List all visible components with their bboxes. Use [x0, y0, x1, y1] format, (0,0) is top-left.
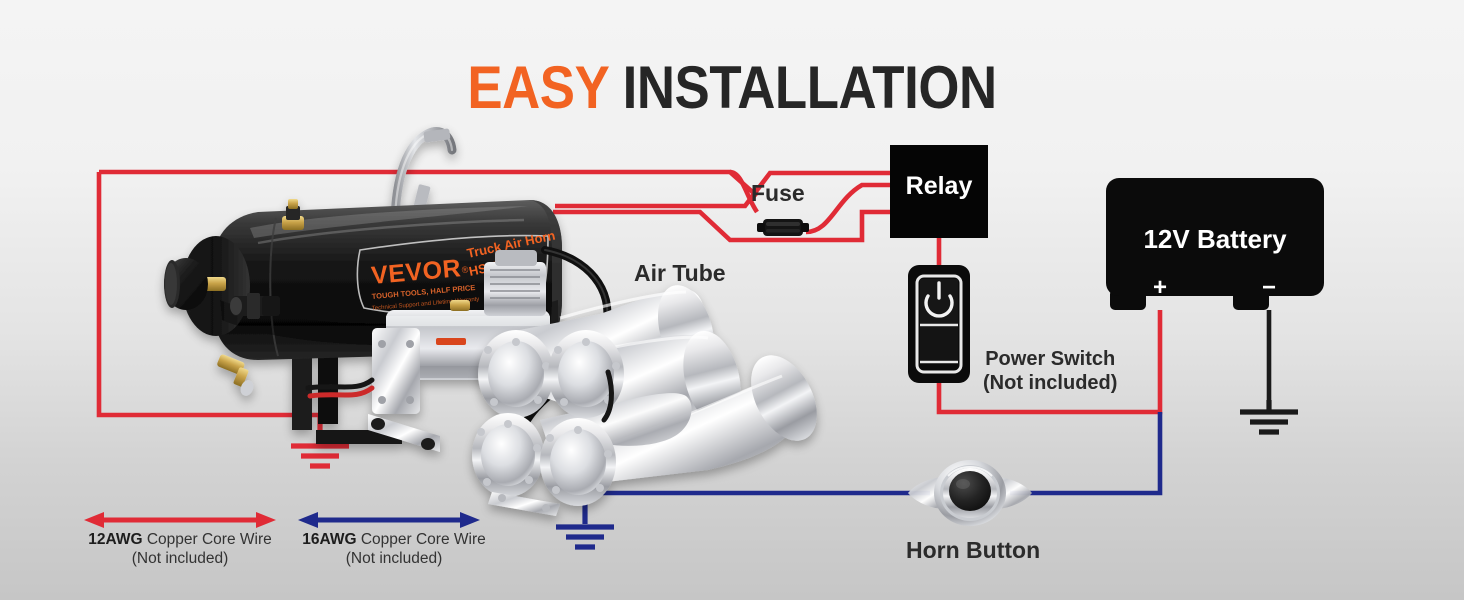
- legend-description: Copper Core Wire: [356, 531, 486, 548]
- ground-symbol-battery: [1240, 400, 1298, 435]
- legend-item-12awg: 12AWG Copper Core Wire (Not included): [80, 530, 280, 569]
- power-icon: [924, 281, 954, 318]
- legend-description: Copper Core Wire: [142, 531, 272, 548]
- battery-positive-terminal-label: +: [1152, 274, 1167, 301]
- signal-wire-button-to-battery: [1010, 412, 1163, 496]
- legend-gauge: 16AWG: [302, 531, 357, 548]
- air-tube-label: Air Tube: [634, 260, 726, 286]
- positive-switch-to-battery: [936, 310, 1163, 415]
- positive-wire-left-loop: [555, 170, 890, 209]
- legend-item-16awg: 16AWG Copper Core Wire (Not included): [294, 530, 494, 569]
- air-tank-assembly: VEVOR ® TOUGH TOOLS, HALF PRICE Technica…: [164, 127, 562, 452]
- positive-rail-lower: [553, 209, 890, 243]
- fuse-label: Fuse: [751, 180, 805, 206]
- positive-wire-tank-run: [100, 172, 1000, 206]
- battery-negative-terminal-label: −: [1261, 274, 1276, 301]
- power-switch-label-line2: (Not included): [983, 371, 1118, 394]
- tank-fittings: [230, 199, 304, 319]
- battery-label: 12V Battery: [1143, 224, 1287, 254]
- horn-diaphragm-discs: [472, 330, 624, 506]
- pressure-gauge: [164, 258, 226, 310]
- page-title: EASY INSTALLATION: [88, 58, 1376, 118]
- positive-fuse-to-relay: [805, 182, 890, 235]
- positive-left-vertical: [96, 172, 320, 418]
- legend-note: (Not included): [131, 550, 229, 568]
- title-rest: INSTALLATION: [622, 54, 997, 121]
- power-switch-label: Power Switch (Not included): [983, 348, 1117, 395]
- horn-bracket: [488, 492, 560, 516]
- title-highlight: EASY: [467, 54, 609, 121]
- relay-box: [890, 145, 988, 238]
- relay-label: Relay: [905, 172, 973, 200]
- fuse-holder: [757, 219, 809, 236]
- legend-note: (Not included): [345, 550, 443, 568]
- ground-symbol-horns: [556, 500, 614, 550]
- quad-trumpet-horns: [472, 285, 817, 516]
- legend-gauge: 12AWG: [88, 531, 143, 548]
- svg-text:®: ®: [461, 264, 469, 275]
- power-switch-label-line1: Power Switch: [985, 348, 1116, 370]
- positive-fuse-curve-left: [729, 169, 759, 214]
- wire-harness: [96, 169, 1272, 520]
- battery: [1106, 178, 1324, 310]
- legend-arrow-16awg: [298, 512, 480, 528]
- drain-valve: [217, 354, 254, 396]
- horn-button[interactable]: [908, 460, 1032, 526]
- horn-button-label: Horn Button: [906, 537, 1041, 563]
- legend-arrow-12awg: [84, 512, 276, 528]
- power-switch[interactable]: [908, 265, 970, 383]
